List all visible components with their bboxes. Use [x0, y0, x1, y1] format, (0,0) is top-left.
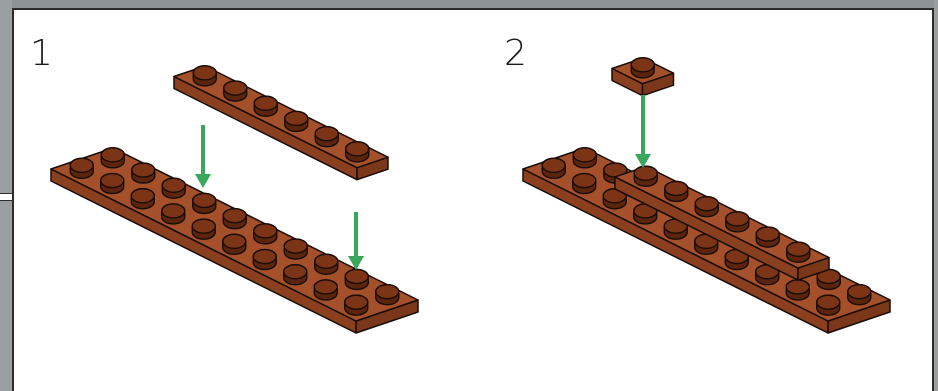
stud [847, 283, 872, 306]
stud-top [100, 172, 125, 189]
stud-top [375, 283, 400, 300]
stud-top [283, 238, 308, 254]
stud [131, 162, 156, 184]
stud-top [344, 268, 369, 285]
stud [345, 141, 370, 163]
placed-plate-1x6 [614, 165, 830, 281]
stud [816, 294, 841, 316]
stud-top [223, 80, 248, 96]
stud-top [313, 279, 338, 295]
stud [252, 248, 277, 271]
stud-top [786, 241, 811, 257]
stud [283, 264, 308, 286]
stud-top [222, 233, 247, 250]
stud-top [100, 147, 125, 163]
stud [223, 80, 248, 102]
stud-top [131, 162, 156, 178]
arrow-head [635, 154, 651, 168]
stud-top [253, 95, 278, 111]
stud [786, 241, 811, 263]
stud-top [541, 157, 566, 174]
stud-top [161, 177, 186, 193]
stud [572, 172, 597, 195]
stud [192, 192, 217, 215]
stud-top [572, 172, 597, 189]
stud-top [284, 110, 309, 127]
stud [725, 211, 750, 233]
stud-top [633, 165, 658, 181]
stud-top [664, 180, 689, 197]
stud [284, 110, 309, 133]
stud-top [252, 248, 277, 265]
stud-top [314, 253, 339, 269]
stud-top [161, 203, 186, 219]
stud [633, 165, 658, 187]
stud-top [344, 294, 369, 310]
left-frame-strip [0, 0, 12, 391]
stud-top [755, 226, 780, 242]
stud-top [630, 57, 655, 73]
stud [314, 125, 339, 148]
stud-top [816, 294, 841, 310]
stud [100, 147, 125, 169]
stud-top [192, 65, 217, 81]
stud [283, 238, 308, 260]
stud [253, 223, 278, 245]
stud-top [345, 141, 370, 157]
stud [664, 180, 689, 203]
stud [755, 226, 780, 248]
stud-top [69, 157, 94, 174]
stud [694, 195, 719, 218]
right-frame-strip [934, 0, 938, 391]
stud [222, 233, 247, 255]
stud [69, 157, 94, 179]
stud-top [130, 188, 155, 204]
stud [192, 65, 217, 87]
arrow-1b-icon [348, 212, 364, 270]
stud [222, 207, 247, 230]
stud [253, 95, 278, 117]
stud [344, 268, 369, 291]
stud [161, 177, 186, 199]
stud [130, 188, 155, 210]
step-1-illustration [50, 65, 419, 334]
stud [375, 283, 400, 306]
arrow-head [195, 174, 211, 188]
stud [816, 268, 841, 291]
stud-top [725, 211, 750, 227]
stud [785, 279, 810, 301]
stud [314, 253, 339, 275]
stud [541, 157, 566, 179]
arrow-1a-icon [195, 125, 211, 188]
stud [344, 294, 369, 316]
arrow-head [348, 256, 364, 270]
step-2-illustration [522, 57, 891, 334]
stud-top [847, 283, 872, 300]
stud-top [314, 125, 339, 142]
stud-top [572, 147, 597, 163]
stud-top [222, 207, 247, 224]
stud [313, 279, 338, 301]
stud-top [192, 192, 217, 209]
stud [191, 218, 216, 240]
stud [630, 57, 655, 79]
frame-notch [0, 193, 12, 201]
stud-top [253, 223, 278, 239]
stud [161, 203, 186, 225]
step-number-2: 2 [504, 33, 527, 74]
step-number-1: 1 [30, 33, 53, 74]
arrow-2-icon [635, 95, 651, 168]
stud-top [694, 195, 719, 212]
stud-top [191, 218, 216, 234]
stud-top [785, 279, 810, 295]
stud [572, 147, 597, 169]
stud-top [283, 264, 308, 280]
stud [100, 172, 125, 195]
